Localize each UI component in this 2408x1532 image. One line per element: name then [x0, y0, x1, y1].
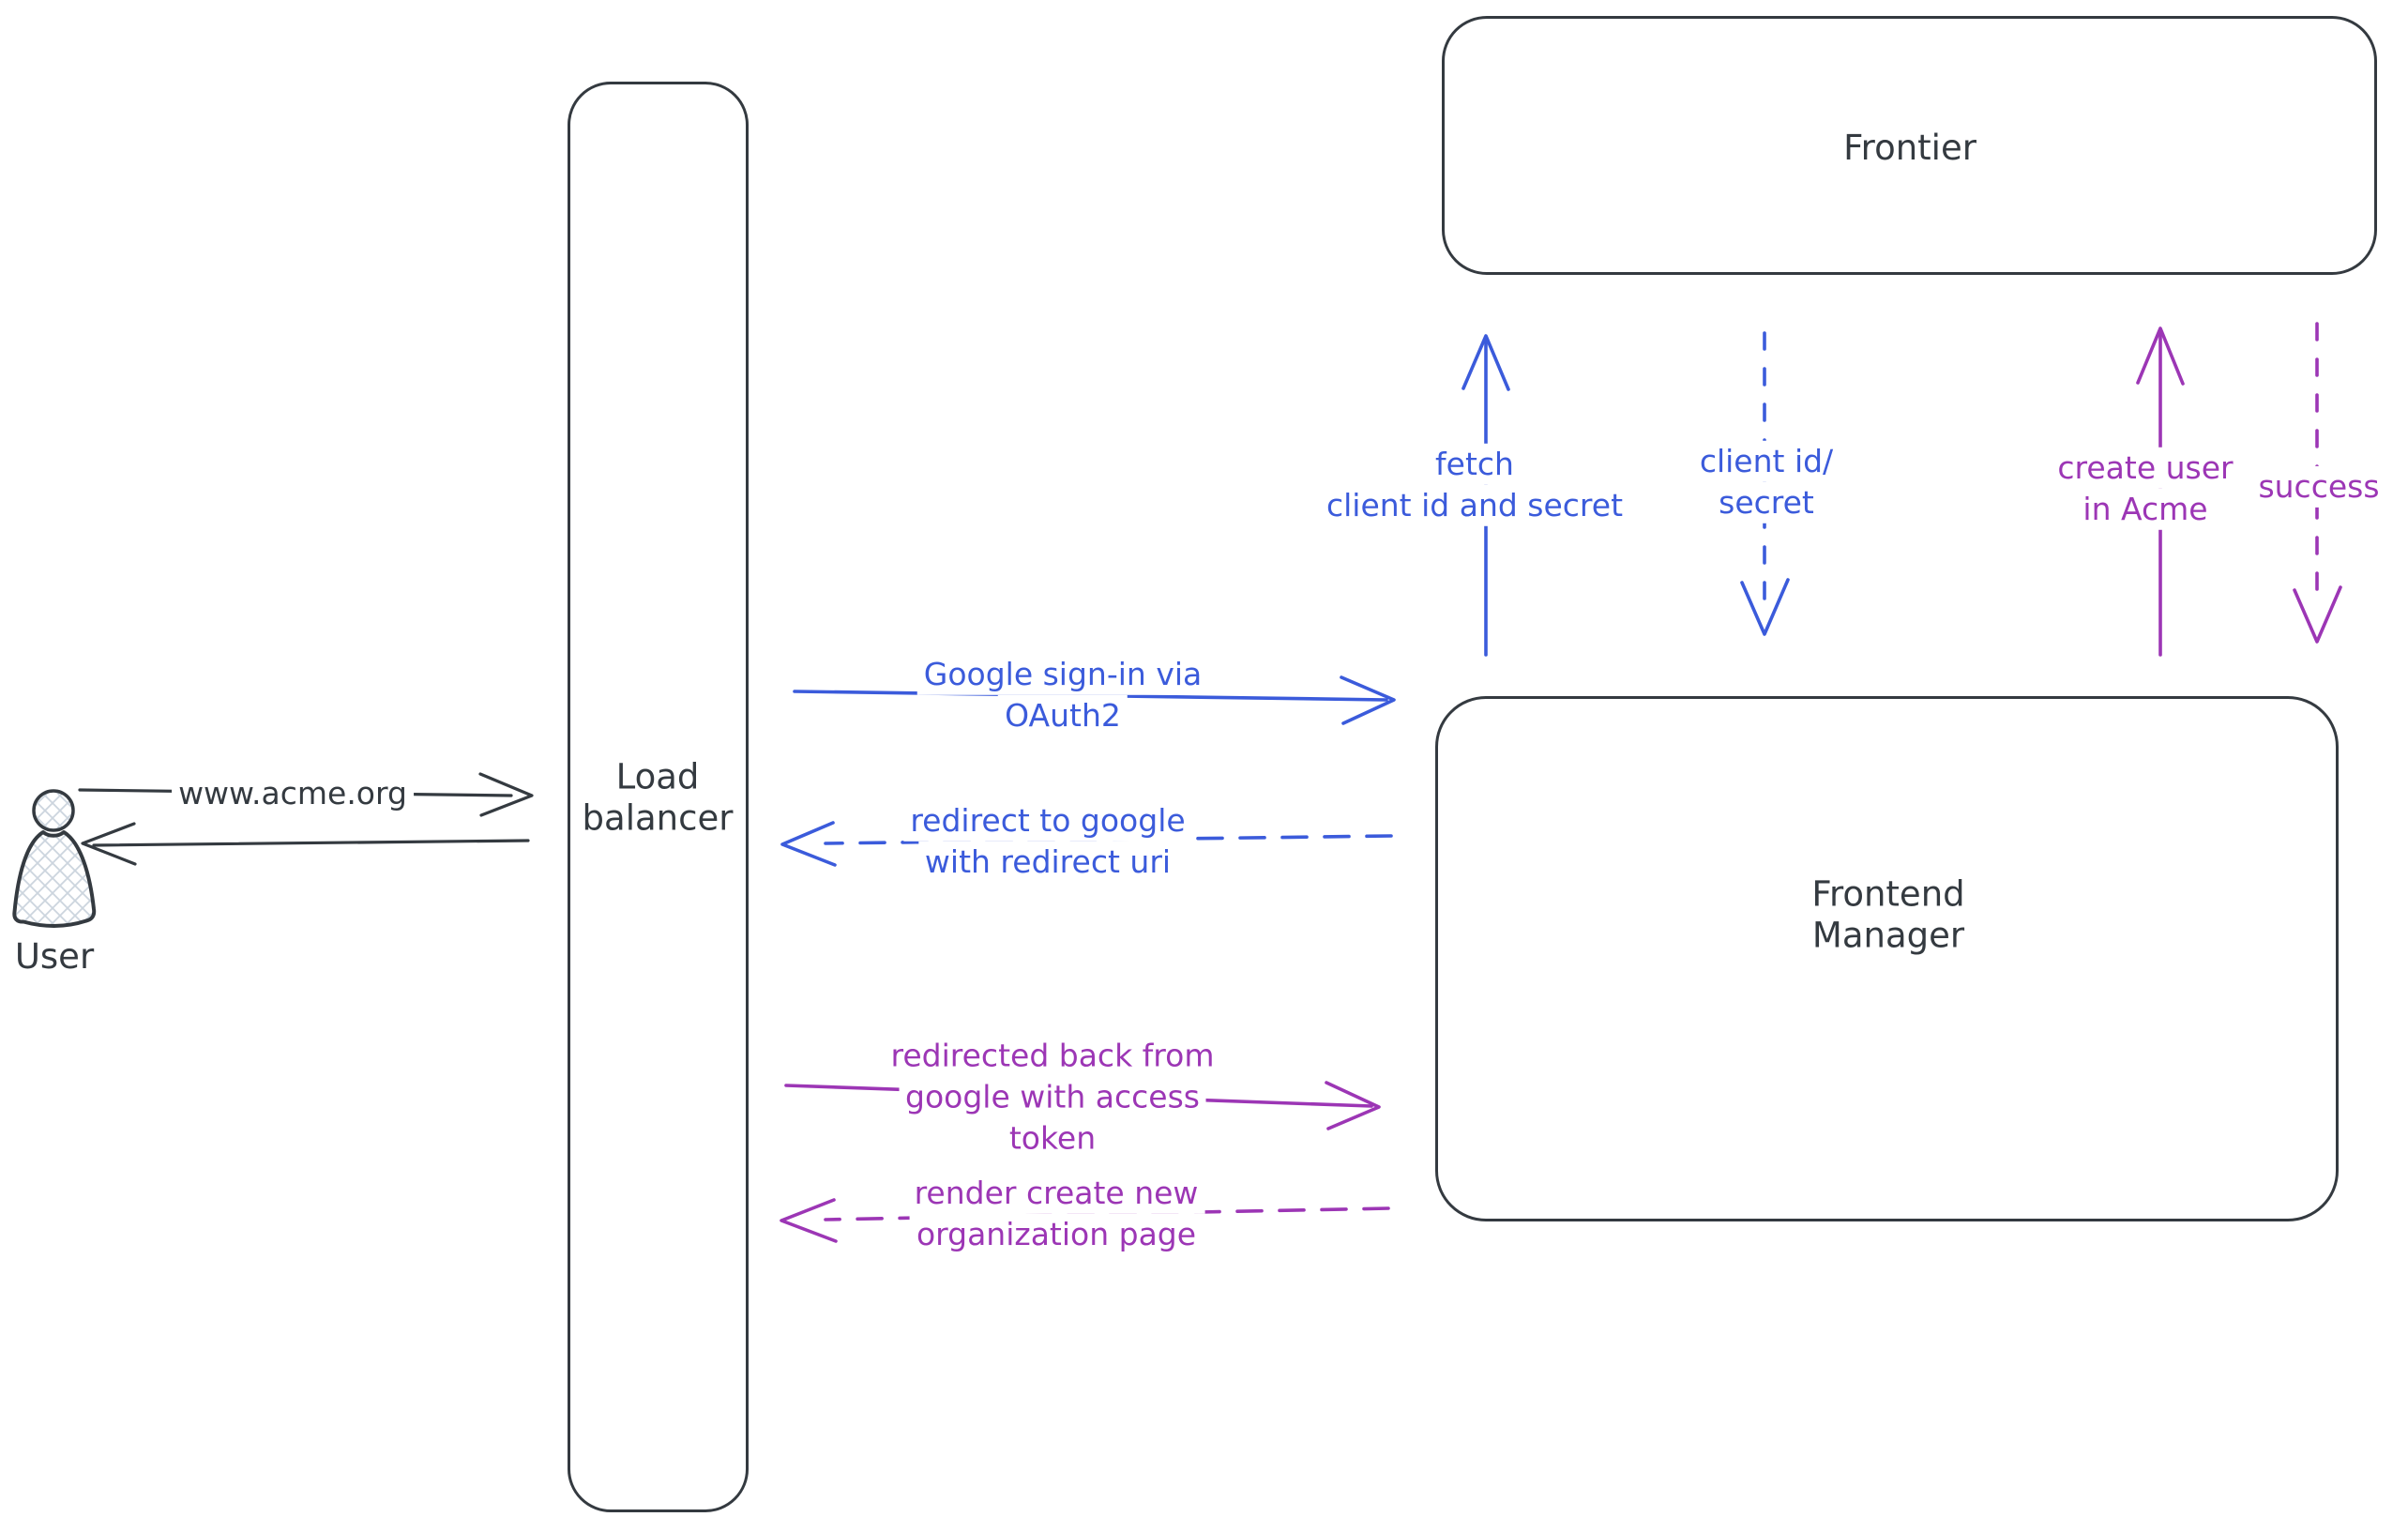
- arrowhead-up: [1461, 334, 1510, 391]
- user-label: User: [14, 935, 95, 977]
- label-fetch-secret: fetch client id and secret: [1319, 443, 1630, 527]
- user-figure: [12, 789, 97, 928]
- frontier-title: Frontier: [1843, 127, 1976, 168]
- arrowhead-left: [780, 1198, 838, 1243]
- user-body: [12, 830, 97, 928]
- label-google-signin: Google sign-in via OAuth2: [916, 653, 1209, 737]
- node-load-balancer: [568, 82, 749, 1512]
- frontend-manager-title-line1: Frontend: [1811, 873, 1965, 915]
- arrowhead-left: [81, 822, 137, 866]
- label-success-text: success: [2251, 465, 2386, 508]
- user-head: [32, 789, 75, 832]
- label-create-user: create user in Acme: [2051, 447, 2240, 531]
- label-client-id-secret: client id/ secret: [1692, 440, 1840, 524]
- label-render-page: render create new organization page: [907, 1172, 1205, 1256]
- label-www-request-text: www.acme.org: [172, 772, 414, 815]
- arrowhead-right: [478, 772, 534, 817]
- label-success: success: [2251, 465, 2386, 508]
- load-balancer-title-line1: Load: [615, 756, 700, 797]
- load-balancer-title-line2: balancer: [582, 798, 734, 839]
- label-www-request: www.acme.org: [172, 772, 414, 815]
- arrowhead-up: [2136, 326, 2185, 386]
- frontend-manager-title-line2: Manager: [1811, 916, 1965, 956]
- frontend-manager-title: Frontend Manager: [1811, 874, 1964, 958]
- arrowhead-right: [1340, 675, 1396, 725]
- label-redirect-google: redirect to google with redirect uri: [903, 799, 1192, 884]
- node-frontend-manager: [1435, 696, 2339, 1221]
- arrowhead-down: [1740, 578, 1790, 636]
- arrowhead-left: [780, 821, 837, 867]
- node-frontier: [1442, 16, 2377, 275]
- arrowhead-right: [1325, 1081, 1381, 1130]
- load-balancer-title: Load balancer: [583, 757, 734, 841]
- label-redirected-back: redirected back from google with access …: [884, 1035, 1221, 1160]
- arrowhead-down: [2293, 585, 2342, 644]
- arrow-response: [81, 822, 530, 866]
